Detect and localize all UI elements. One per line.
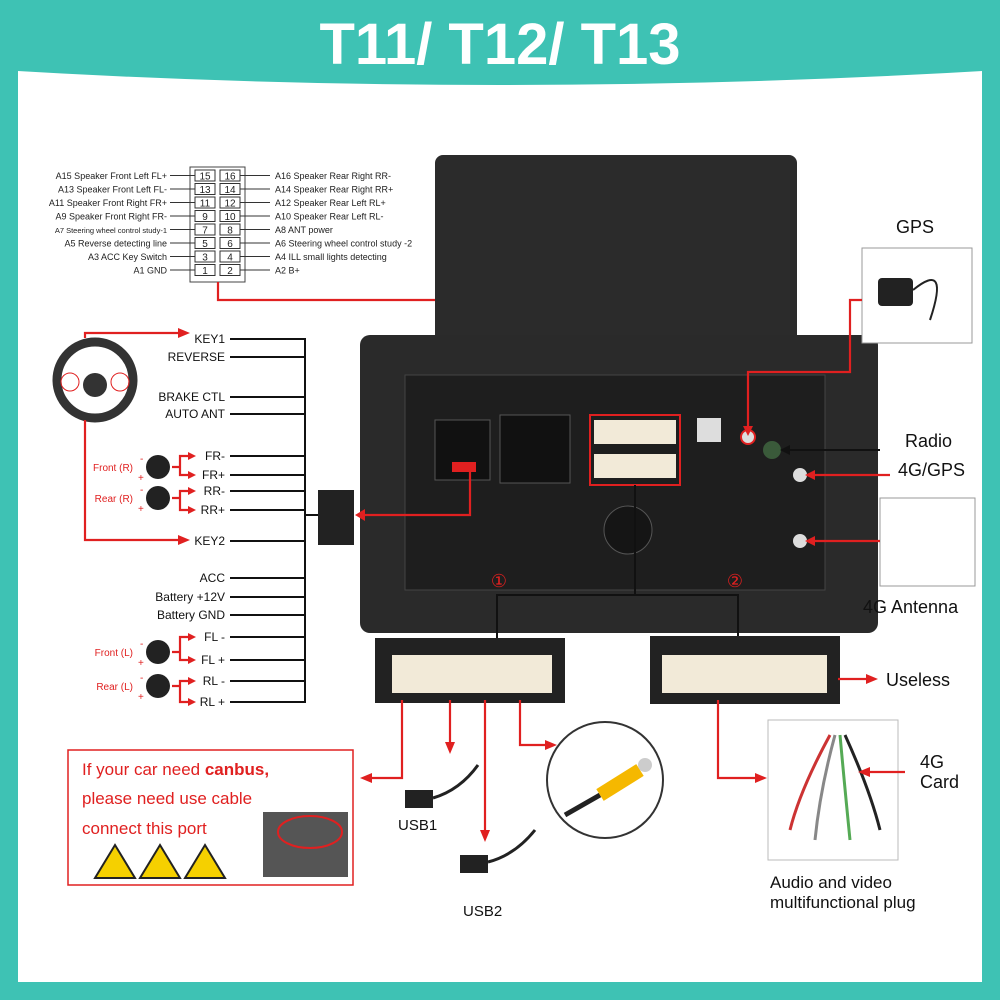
- usb1-cable-icon: [405, 764, 480, 808]
- 4g-antenna-image: [879, 497, 976, 587]
- canbus-line3: connect this port: [82, 819, 207, 838]
- harness-wire-label: FR+: [202, 468, 225, 482]
- radio-label: Radio: [905, 431, 952, 451]
- pin-label: A9 Speaker Front Right FR-: [55, 212, 167, 222]
- harness-plug: [318, 490, 354, 545]
- gps-label: GPS: [896, 217, 934, 237]
- pin-label: A11 Speaker Front Right FR+: [49, 198, 167, 208]
- pin-label: A4 ILL small lights detecting: [275, 252, 387, 262]
- rca-plug-image: [546, 721, 664, 839]
- plus-sign: +: [138, 504, 144, 515]
- minus-sign: -: [140, 454, 143, 465]
- pin-number: 11: [200, 199, 211, 210]
- harness-wire-label: RR+: [201, 503, 225, 517]
- harness-wire-label: BRAKE CTL: [158, 390, 225, 404]
- minus-sign: -: [140, 673, 143, 684]
- minus-sign: -: [140, 639, 143, 650]
- harness-wire-label: Battery +12V: [155, 590, 225, 604]
- speaker-label: Front (R): [93, 463, 133, 474]
- pin-number: 10: [224, 212, 236, 223]
- harness-red-line: [365, 470, 472, 517]
- 4g-antenna-label: 4G Antenna: [863, 597, 959, 617]
- pin-number: 6: [227, 239, 233, 250]
- pin-label: A14 Speaker Rear Right RR+: [275, 185, 393, 195]
- pin-label: A2 B+: [275, 266, 300, 276]
- pin-number: 13: [199, 185, 211, 196]
- usb2-label: USB2: [463, 903, 502, 920]
- usb2-cable-icon: [460, 829, 537, 873]
- harness-wire-label: ACC: [200, 571, 226, 585]
- pin-number: 8: [227, 226, 233, 237]
- speaker-icon: [146, 486, 170, 510]
- usb1-label: USB1: [398, 817, 437, 834]
- 4g-gps-label: 4G/GPS: [898, 460, 965, 480]
- pin-number: 4: [227, 253, 233, 264]
- pin-label: A13 Speaker Front Left FL-: [58, 185, 167, 195]
- harness-wire-label: KEY2: [194, 534, 225, 548]
- page-title: T11/ T12/ T13: [319, 12, 680, 77]
- steering-wheel-icon: [52, 337, 138, 423]
- pin-label: A16 Speaker Rear Right RR-: [275, 171, 391, 181]
- harness-wire-label: KEY1: [194, 332, 225, 346]
- harness-wire-label: RR-: [204, 484, 225, 498]
- pin-label: A8 ANT power: [275, 225, 333, 235]
- canbus-line1: If your car need canbus,: [82, 760, 269, 779]
- connector-2-number: ②: [727, 571, 743, 591]
- fan-icon: [603, 505, 653, 555]
- pin-number: 1: [202, 266, 208, 277]
- warning-icon: [93, 843, 227, 879]
- pin-number: 15: [199, 172, 211, 183]
- pin-label: A12 Speaker Rear Left RL+: [275, 198, 386, 208]
- av-plug-label-2: multifunctional plug: [770, 893, 916, 912]
- harness-wire-label: AUTO ANT: [165, 407, 225, 421]
- pin-number: 12: [224, 199, 236, 210]
- av-plug-label-1: Audio and video: [770, 873, 892, 892]
- title-banner: [0, 0, 1000, 85]
- pin-label: A15 Speaker Front Left FL+: [56, 171, 167, 181]
- speaker-label: Front (L): [95, 648, 133, 659]
- canbus-line2: please need use cable: [82, 789, 252, 808]
- harness-wire-label: REVERSE: [168, 350, 225, 364]
- plus-sign: +: [138, 692, 144, 703]
- pin-label: A7 Steering wheel control study-1: [55, 226, 167, 235]
- pin-number: 7: [202, 226, 208, 237]
- 4g-card-label-1: 4G: [920, 752, 944, 772]
- harness-wire-label: RL -: [203, 674, 225, 688]
- plus-sign: +: [138, 658, 144, 669]
- harness-wire-label: FR-: [205, 449, 225, 463]
- pin-number: 5: [202, 239, 208, 250]
- pin-number: 16: [224, 172, 236, 183]
- pin-label: A6 Steering wheel control study -2: [275, 239, 412, 249]
- harness-wire-label: Battery GND: [157, 608, 225, 622]
- radio-port: [763, 441, 781, 459]
- speaker-icon: [146, 455, 170, 479]
- canbus-port-photo: [263, 812, 348, 877]
- speaker-label: Rear (L): [96, 682, 133, 693]
- speaker-icon: [146, 674, 170, 698]
- pin-number: 14: [224, 185, 236, 196]
- 4g-card-label-2: Card: [920, 772, 959, 792]
- harness-wire-label: RL +: [200, 695, 225, 709]
- minus-sign: -: [140, 485, 143, 496]
- cooling-block: [499, 414, 571, 484]
- 4g-gps-port: [793, 468, 807, 482]
- pin-label: A3 ACC Key Switch: [88, 252, 167, 262]
- speaker-label: Rear (R): [95, 494, 133, 505]
- pin-number: 3: [202, 253, 208, 264]
- speaker-icon: [146, 640, 170, 664]
- pin-number: 9: [202, 212, 208, 223]
- pin-number: 2: [227, 266, 233, 277]
- plus-sign: +: [138, 473, 144, 484]
- pin-label: A1 GND: [133, 266, 167, 276]
- screen-back: [435, 155, 797, 345]
- useless-label: Useless: [886, 670, 950, 690]
- pin-label: A5 Reverse detecting line: [64, 239, 167, 249]
- 4g-antenna-port: [793, 534, 807, 548]
- pin-label: A10 Speaker Rear Left RL-: [275, 212, 384, 222]
- connector-1-number: ①: [491, 571, 507, 591]
- harness-wire-label: FL -: [204, 630, 225, 644]
- harness-wire-label: FL +: [201, 653, 225, 667]
